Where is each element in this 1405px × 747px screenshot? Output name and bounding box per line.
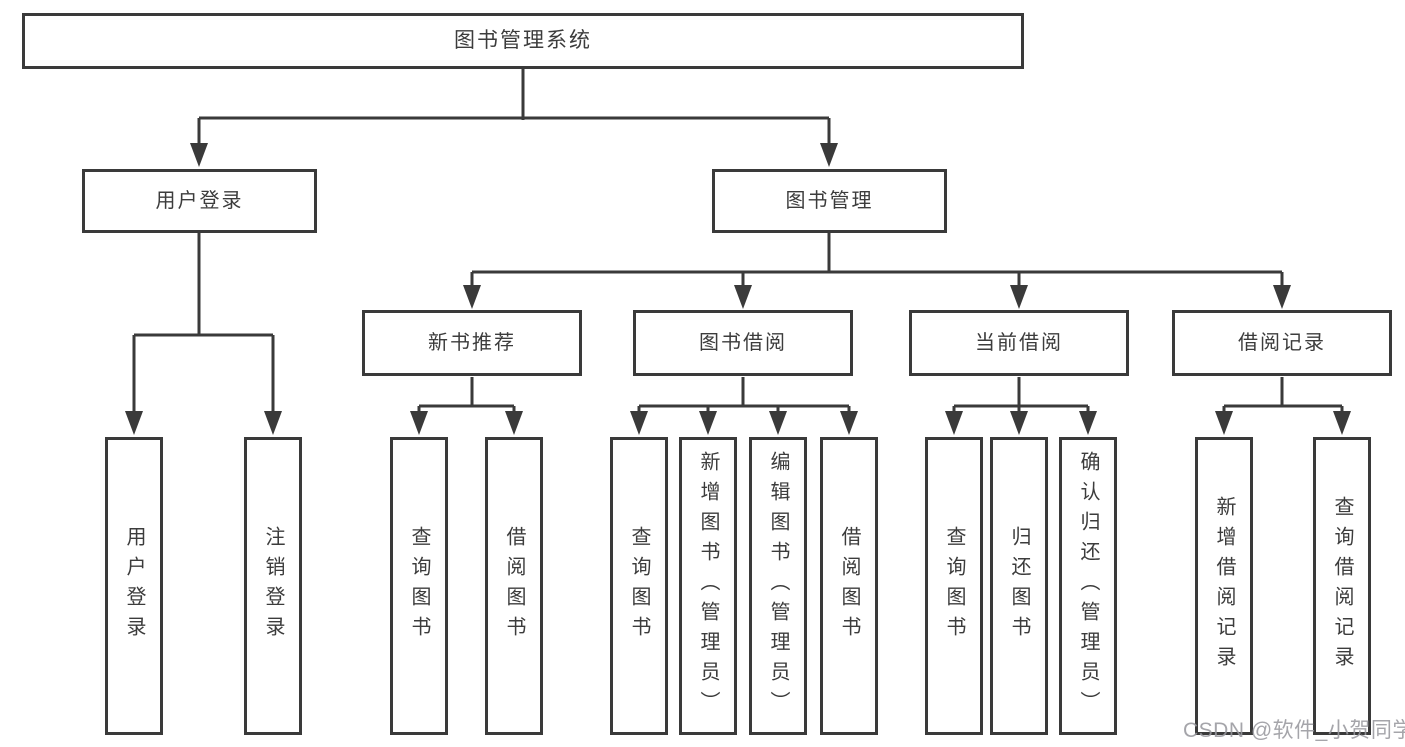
- node-label: 图书借阅: [699, 332, 787, 354]
- leaf-query-books-newbook: 查询图书: [390, 437, 448, 735]
- leaf-logout: 注销登录: [244, 437, 302, 735]
- leaf-label: 借阅图书: [503, 526, 525, 646]
- leaf-borrow-books-newbook: 借阅图书: [485, 437, 543, 735]
- node-borrowing-records: 借阅记录: [1172, 310, 1392, 376]
- leaf-label: 查询借阅记录: [1331, 496, 1353, 676]
- leaf-add-book-admin: 新增图书（管理员）: [679, 437, 737, 735]
- leaf-label: 确认归还（管理员）: [1077, 451, 1099, 721]
- leaf-confirm-return-admin: 确认归还（管理员）: [1059, 437, 1117, 735]
- leaf-label: 注销登录: [262, 526, 284, 646]
- leaf-query-books-current: 查询图书: [925, 437, 983, 735]
- node-user-login: 用户登录: [82, 169, 317, 233]
- node-book-borrowing: 图书借阅: [633, 310, 853, 376]
- leaf-query-books-borrow: 查询图书: [610, 437, 668, 735]
- leaf-borrow-books-borrow: 借阅图书: [820, 437, 878, 735]
- leaf-label: 归还图书: [1008, 526, 1030, 646]
- node-label: 新书推荐: [428, 332, 516, 354]
- leaf-user-login: 用户登录: [105, 437, 163, 735]
- leaf-return-books: 归还图书: [990, 437, 1048, 735]
- leaf-edit-book-admin: 编辑图书（管理员）: [749, 437, 807, 735]
- leaf-label: 编辑图书（管理员）: [767, 451, 789, 721]
- leaf-label: 借阅图书: [838, 526, 860, 646]
- node-current-borrowing: 当前借阅: [909, 310, 1129, 376]
- leaf-label: 查询图书: [628, 526, 650, 646]
- leaf-label: 查询图书: [943, 526, 965, 646]
- csdn-watermark: CSDN @软件_小贺同学: [1183, 719, 1405, 742]
- leaf-query-borrow-record: 查询借阅记录: [1313, 437, 1371, 735]
- node-book-management: 图书管理: [712, 169, 947, 233]
- node-new-book-recommendation: 新书推荐: [362, 310, 582, 376]
- node-label: 图书管理系统: [454, 29, 592, 53]
- leaf-label: 新增借阅记录: [1213, 496, 1235, 676]
- node-label: 当前借阅: [975, 332, 1063, 354]
- leaf-label: 新增图书（管理员）: [697, 451, 719, 721]
- leaf-label: 用户登录: [123, 526, 145, 646]
- node-label: 用户登录: [155, 190, 244, 212]
- leaf-label: 查询图书: [408, 526, 430, 646]
- node-label: 图书管理: [785, 190, 874, 212]
- arrowheads: [125, 143, 1351, 435]
- node-library-management-system: 图书管理系统: [22, 13, 1024, 69]
- leaf-add-borrow-record: 新增借阅记录: [1195, 437, 1253, 735]
- node-label: 借阅记录: [1238, 332, 1326, 354]
